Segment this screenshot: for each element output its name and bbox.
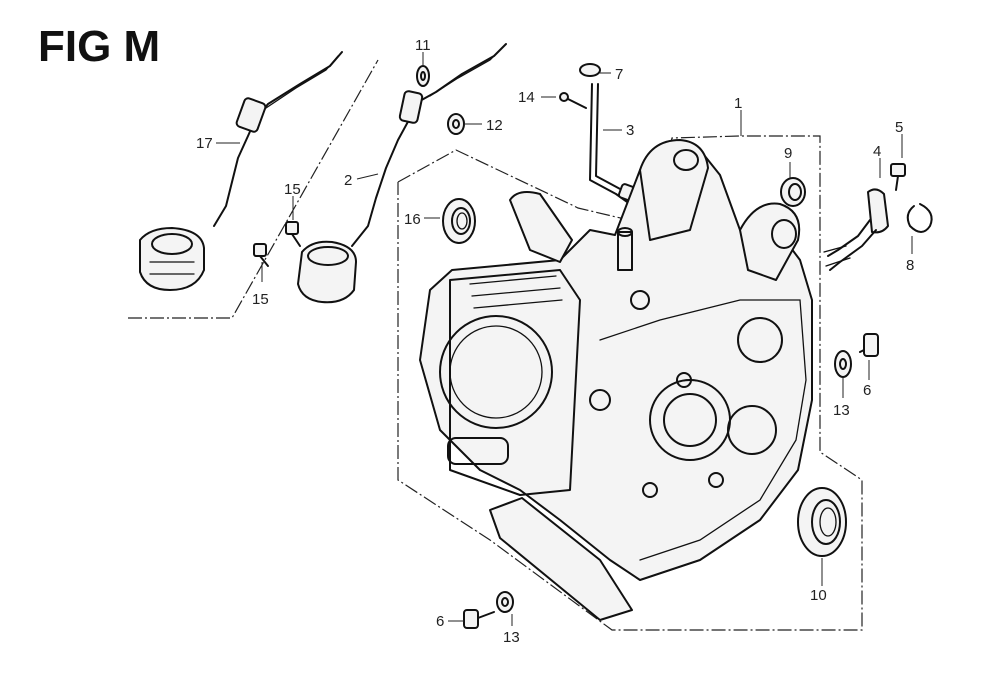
callout-8: 8 <box>906 257 914 274</box>
crankcase-group-outline <box>397 135 863 631</box>
callout-2: 2 <box>344 172 352 189</box>
callout-13-right: 13 <box>833 402 850 419</box>
leader-lines <box>216 52 913 626</box>
callout-15-upper: 15 <box>284 181 301 198</box>
part-3-rod <box>589 83 641 205</box>
callout-10: 10 <box>810 587 827 604</box>
callout-1: 1 <box>734 95 742 112</box>
part-7-nut <box>579 63 601 77</box>
part-1-crankcase <box>419 139 813 621</box>
part-9-seal <box>780 177 806 207</box>
callout-15-lower: 15 <box>252 291 269 308</box>
part-17-cable <box>139 51 343 291</box>
part-4-switch <box>823 188 889 271</box>
callout-4: 4 <box>873 143 881 160</box>
part-2-cable <box>297 43 507 304</box>
part-11-washer <box>416 65 430 87</box>
figure-title: FIG M <box>38 22 161 71</box>
part-13-washer-right <box>834 350 852 378</box>
part-13-washer-lower <box>496 591 514 613</box>
part-5-screw <box>890 163 906 191</box>
callout-7: 7 <box>615 66 623 83</box>
callout-labels: 1 2 3 4 5 6 6 7 8 9 10 11 12 13 13 14 15… <box>196 37 914 646</box>
callout-14: 14 <box>518 89 535 106</box>
part-10-seal <box>797 487 847 557</box>
callout-17: 17 <box>196 135 213 152</box>
part-15-bolt-lower <box>253 243 269 267</box>
callout-11: 11 <box>415 37 431 54</box>
callout-5: 5 <box>895 119 903 136</box>
callout-12: 12 <box>486 117 503 134</box>
part-6-bolt-right <box>859 333 879 357</box>
part-14-pin <box>559 92 587 109</box>
callout-3: 3 <box>626 122 634 139</box>
part-16-seal <box>442 198 476 244</box>
part-6-bolt-lower <box>463 609 495 629</box>
callout-6-right: 6 <box>863 382 871 399</box>
callout-6-lower: 6 <box>436 613 444 630</box>
part-15-bolt-upper <box>285 221 301 247</box>
part-8-clip <box>906 203 933 233</box>
left-group-outline <box>128 59 379 319</box>
callout-13-lower: 13 <box>503 629 520 646</box>
callout-9: 9 <box>784 145 792 162</box>
callout-16: 16 <box>404 211 421 228</box>
part-12-nut <box>447 113 465 135</box>
